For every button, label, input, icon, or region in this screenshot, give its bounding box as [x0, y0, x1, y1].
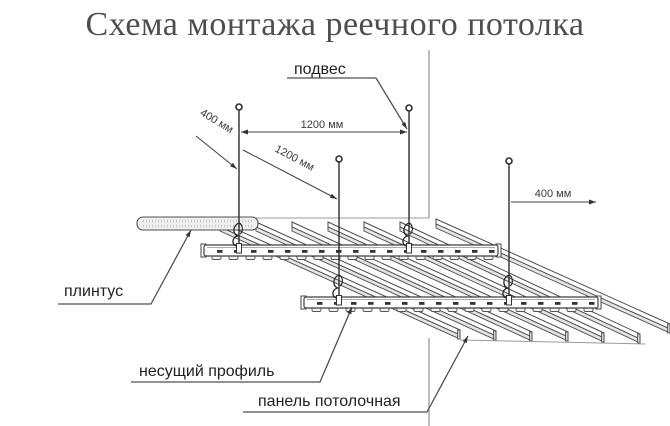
- carrier-slot: [455, 250, 461, 253]
- hanger: [502, 157, 513, 306]
- label-carrier-text: несущий профиль: [139, 363, 274, 380]
- arrowhead: [589, 199, 596, 205]
- carrier-slot: [302, 250, 308, 253]
- carrier-slot: [351, 302, 357, 305]
- ceiling-panels: [219, 218, 670, 344]
- carrier-slot: [387, 250, 393, 253]
- carrier-slot: [453, 302, 459, 305]
- dimension-hanger-spacing-top: 1200 мм: [241, 119, 407, 135]
- dim-text-400-right: 400 мм: [535, 188, 572, 200]
- carrier-slot: [521, 302, 527, 305]
- carrier-bar: [303, 296, 599, 309]
- hanger-eyelet: [335, 155, 343, 163]
- carrier-slot: [368, 302, 374, 305]
- slat-end-face: [529, 331, 533, 342]
- carrier-slot: [555, 302, 561, 305]
- slat-end-face: [601, 332, 605, 343]
- carrier-slot: [438, 250, 444, 253]
- plinth-bar: [136, 216, 259, 231]
- label-plinth: плинтус: [58, 229, 192, 305]
- arrowhead: [329, 193, 337, 199]
- ceiling-panel-slat: [255, 221, 497, 341]
- carrier-slot: [572, 302, 578, 305]
- carrier-profiles: [200, 243, 602, 312]
- carrier-slot: [421, 250, 427, 253]
- arrowhead: [401, 121, 407, 129]
- slat-end-face: [637, 333, 641, 344]
- slat-end-face: [493, 330, 497, 341]
- label-plinth-text: плинтус: [64, 283, 123, 300]
- slat-end-face: [565, 331, 569, 342]
- carrier-slot: [285, 250, 291, 253]
- label-panel-text: панель потолочная: [258, 393, 401, 410]
- arrowhead: [400, 129, 407, 135]
- hanger-spring-clip: [402, 222, 410, 247]
- hanger: [332, 155, 343, 306]
- carrier-slot: [217, 250, 223, 253]
- dim-text-400-left: 400 мм: [198, 107, 236, 136]
- arrowhead: [462, 336, 468, 344]
- hanger-spring-clip: [332, 274, 340, 299]
- dimension-wall-offset-left: 400 мм: [195, 107, 238, 170]
- hanger-tab: [506, 295, 512, 306]
- label-hanger: подвес: [287, 61, 408, 130]
- hanger: [402, 104, 413, 254]
- carrier-profile-lower: [300, 295, 602, 312]
- ceiling-panel-slat: [291, 221, 533, 342]
- label-carrier-profile: несущий профиль: [131, 306, 353, 383]
- arrowhead: [241, 129, 248, 135]
- arrowhead: [230, 162, 237, 169]
- carrier-slot: [402, 302, 408, 305]
- hanger-eyelet: [235, 103, 243, 111]
- carrier-slot: [436, 302, 442, 305]
- label-ceiling-panel: панель потолочная: [243, 335, 469, 413]
- hanger-tab: [336, 295, 342, 306]
- hanger-spring-clip: [232, 222, 240, 247]
- carrier-slot: [472, 250, 478, 253]
- hanger-tab: [406, 243, 412, 254]
- carrier-slot: [489, 250, 495, 253]
- carrier-slot: [251, 250, 257, 253]
- carrier-bar: [203, 244, 499, 257]
- carrier-slot: [470, 302, 476, 305]
- hanger-eyelet: [405, 104, 413, 112]
- carrier-slot: [319, 250, 325, 253]
- carrier-slot: [385, 302, 391, 305]
- ceiling-panel-slat: [327, 221, 569, 342]
- carrier-slot: [353, 250, 359, 253]
- page-title: Схема монтажа реечного потолка: [85, 6, 585, 43]
- slat-end-face: [667, 323, 670, 334]
- carrier-slot: [487, 302, 493, 305]
- hanger-eyelet: [505, 157, 513, 165]
- carrier-profile-upper: [200, 243, 502, 260]
- dimension-wall-offset-right: 400 мм: [511, 188, 596, 205]
- label-hanger-text: подвес: [294, 61, 346, 78]
- hanger: [232, 103, 243, 254]
- hanger-tab: [236, 243, 242, 254]
- carrier-slot: [370, 250, 376, 253]
- hangers: [232, 103, 513, 306]
- carrier-slot: [589, 302, 595, 305]
- dimension-row-spacing-diagonal: 1200 мм: [242, 143, 338, 200]
- dim-text-1200-top: 1200 мм: [301, 119, 344, 131]
- hanger-spring-clip: [502, 274, 510, 299]
- arrowhead: [185, 230, 191, 238]
- slat-end-face: [457, 329, 461, 340]
- carrier-slot: [419, 302, 425, 305]
- arrowhead: [347, 307, 352, 315]
- panel-near-edge-line: [459, 339, 646, 345]
- carrier-slot: [538, 302, 544, 305]
- carrier-slot: [268, 250, 274, 253]
- wall-lines: [255, 50, 430, 426]
- carrier-slot: [317, 302, 323, 305]
